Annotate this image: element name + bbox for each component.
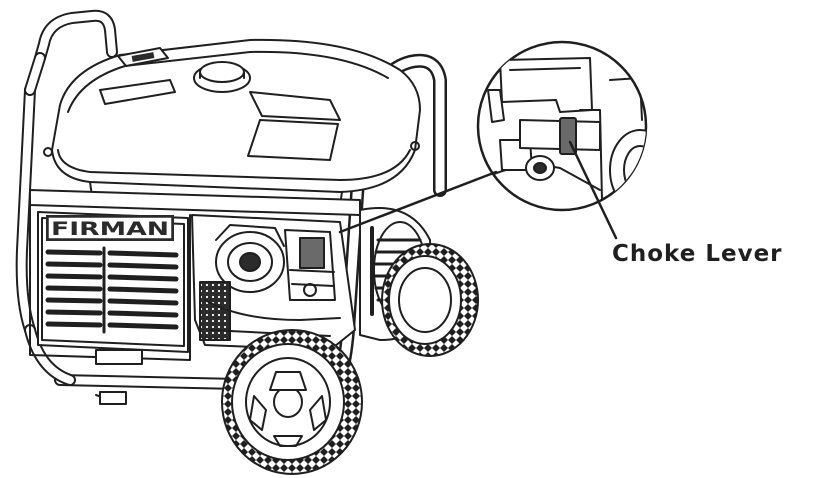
- wheel-left: [221, 329, 363, 475]
- brand-logo: FIRMAN: [51, 218, 169, 240]
- frame-feet: [95, 349, 143, 405]
- inset-leader-line: [338, 170, 498, 234]
- choke-callout-line: [568, 140, 618, 240]
- louver-right: [107, 250, 179, 330]
- frame-rear: [15, 9, 118, 336]
- fuel-tank: [43, 38, 421, 206]
- alternator-panel: [37, 211, 189, 353]
- wheel-right: [381, 243, 479, 357]
- engine: [191, 214, 356, 351]
- louver-left: [45, 249, 103, 328]
- choke-lever-label: Choke Lever: [612, 241, 783, 267]
